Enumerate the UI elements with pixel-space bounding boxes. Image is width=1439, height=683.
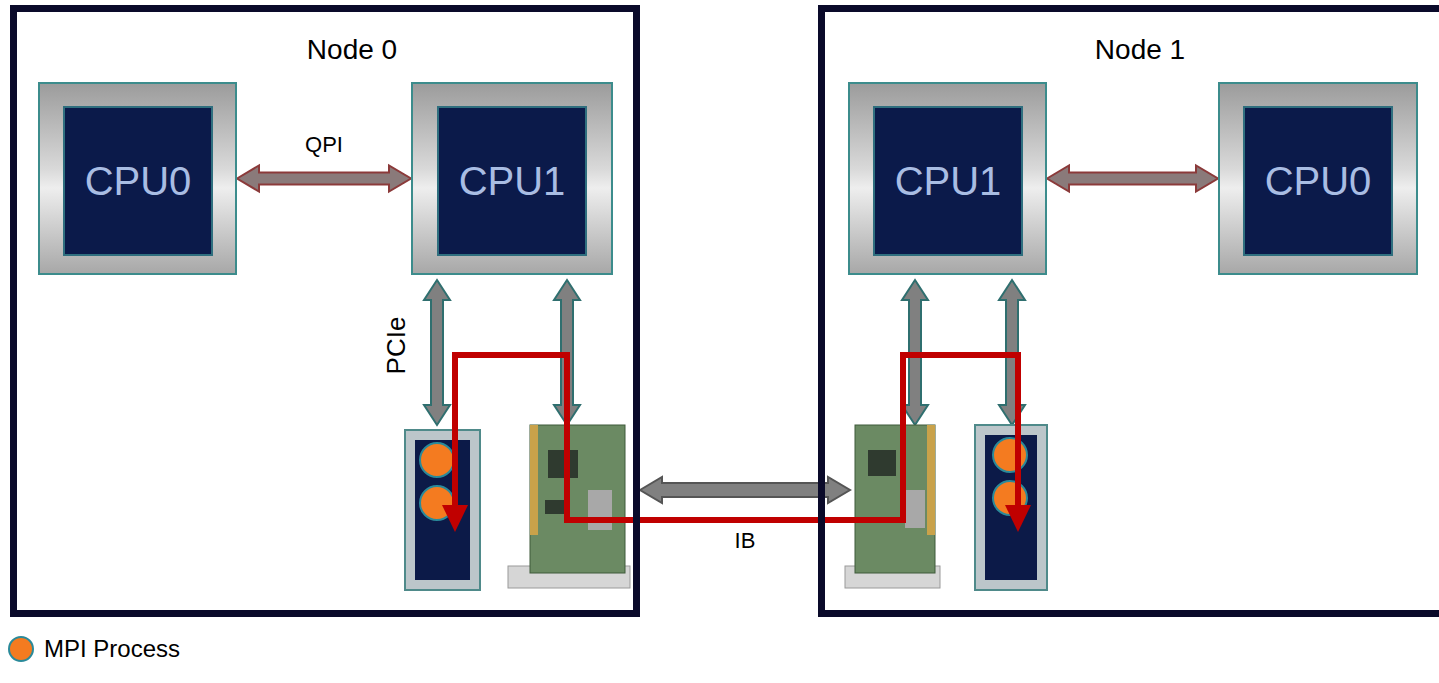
pcie-arrow [424,280,450,425]
cpu-label: CPU1 [895,159,1002,204]
coprocessor-card [975,425,1047,590]
cpu-box: CPU0 [1218,82,1418,275]
card-board [530,425,625,573]
card-chip [868,450,896,476]
legend-text: MPI Process [44,635,180,663]
data-path-line [455,355,1018,520]
card-chip [588,490,612,530]
card-chip [905,490,925,528]
cpu-label: CPU0 [85,159,192,204]
cpu-label: CPU0 [1265,159,1372,204]
card-contacts [927,425,935,535]
cpu-box: CPU0 [38,82,237,275]
legend-swatch [8,636,34,662]
cpu-core: CPU1 [873,106,1023,256]
card-chip [545,500,565,514]
qpi-link [237,166,411,192]
card-board [855,425,935,573]
cpu-box: CPU1 [411,82,613,275]
card-chip [548,450,578,478]
card-core [985,435,1037,580]
node-box: Node 1 CPU1 CPU0 [818,5,1439,617]
data-path-head [1005,505,1031,532]
network-card [845,425,940,588]
mpi-process [993,438,1027,472]
cpu-label: CPU1 [459,159,566,204]
cpu-box: CPU1 [848,82,1047,275]
card-core [415,440,470,580]
qpi-link [1047,166,1218,192]
card-frame [405,430,480,590]
data-path [442,355,1031,532]
card-frame [975,425,1047,590]
card-contacts [530,425,538,535]
coprocessor-card [405,430,480,590]
node-title: Node 1 [1095,34,1185,66]
bus-label: PCIe [382,316,413,374]
node-box: Node 0 CPU0 CPU1 [10,5,640,617]
link-label: QPI [305,132,343,158]
data-path-head [442,505,468,532]
cpu-core: CPU0 [1243,106,1393,256]
cpu-core: CPU1 [437,106,587,256]
mpi-process [420,443,454,477]
network-label: IB [735,528,756,554]
cpu-core: CPU0 [63,106,213,256]
node-title: Node 0 [307,34,397,66]
